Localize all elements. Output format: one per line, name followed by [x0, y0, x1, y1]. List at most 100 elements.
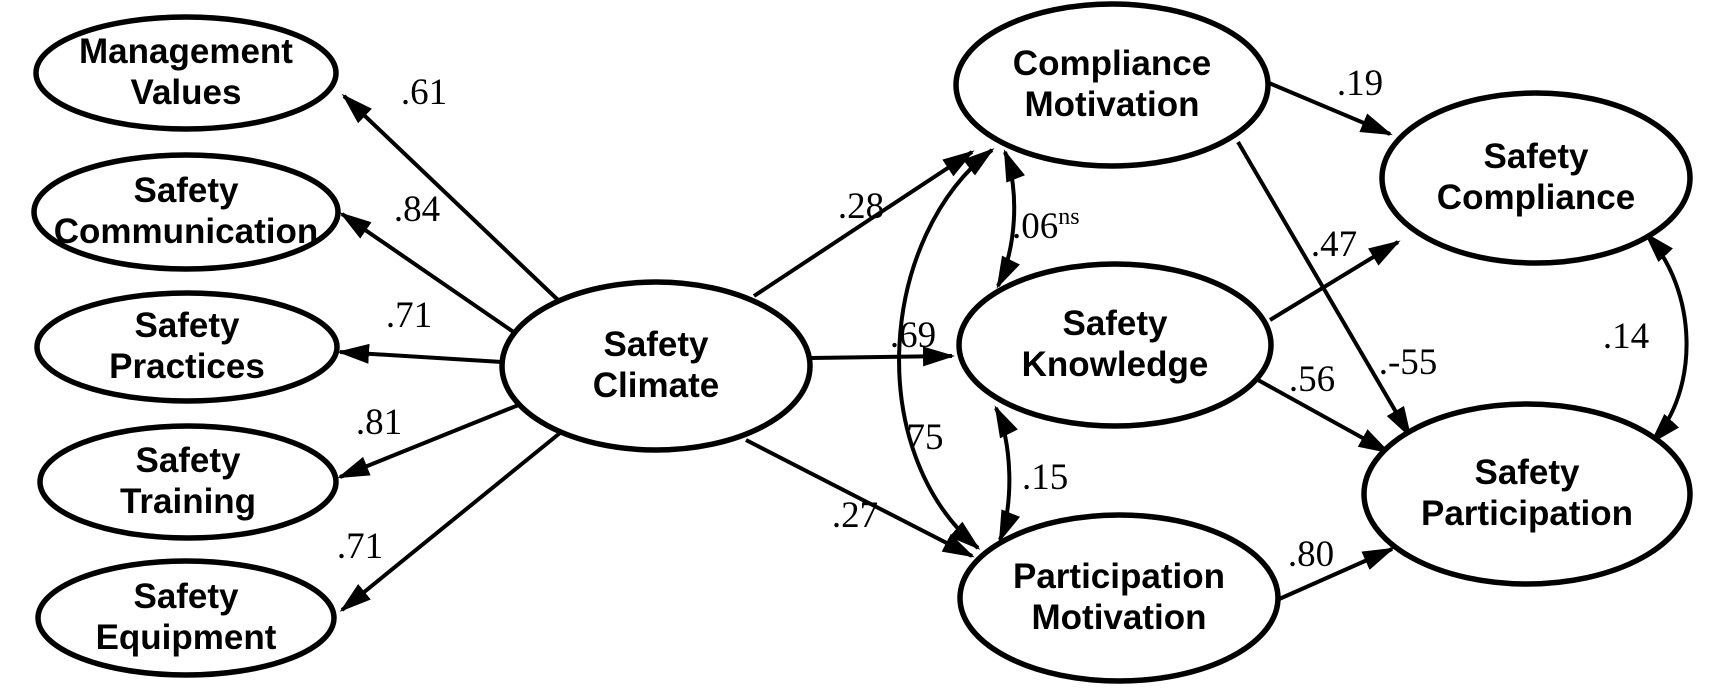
safety-practices-ellipse — [34, 290, 340, 404]
safety-compliance-ellipse — [1379, 90, 1693, 266]
label-line: Management — [79, 32, 293, 71]
coef-compliance-safety-compliance: .19 — [1337, 63, 1383, 104]
label-line: Practices — [109, 347, 265, 386]
edge-compliance-motivation-to-safety-compliance: .19 — [1268, 63, 1393, 136]
edge-climate-to-safety-equipment: .71 — [337, 431, 562, 612]
coef-knowledge-participation: .15 — [1022, 457, 1068, 498]
arrow-climate-safety-knowledge — [810, 346, 955, 367]
label-line: Knowledge — [1022, 345, 1209, 384]
label-line: Climate — [593, 366, 719, 405]
coef-safety-compliance-safety-participation: .14 — [1603, 316, 1649, 357]
label-line: Safety — [133, 577, 239, 616]
loading-safety-communication: .84 — [394, 189, 440, 230]
coef-compliance-knowledge: .06ns — [1012, 204, 1080, 247]
edges-layer: .61 .84 .71 .81 .71 .28 .69 .27 — [337, 63, 1689, 612]
arrow-compliance-safety-participation — [1236, 140, 1412, 439]
label-line: Training — [120, 482, 256, 521]
label-line: Safety — [1474, 453, 1580, 492]
label-line: Motivation — [1025, 85, 1200, 124]
edge-safety-compliance-safety-participation-covariance: .14 — [1603, 231, 1689, 445]
edge-safety-knowledge-to-safety-compliance: .47 — [1268, 224, 1401, 322]
edge-climate-to-participation-motivation: .27 — [745, 438, 975, 558]
label-line: Participation — [1421, 494, 1633, 533]
label-line: Motivation — [1032, 598, 1207, 637]
label-line: Safety — [1062, 304, 1168, 343]
arrow-compliance-safety-compliance — [1268, 81, 1393, 136]
arrow-climate-compliance-motivation — [752, 150, 975, 298]
loading-management-values: .61 — [401, 72, 447, 113]
coef-knowledge-safety-compliance: .47 — [1311, 224, 1357, 265]
coef-value: .06 — [1012, 206, 1058, 247]
safety-equipment-ellipse — [35, 558, 337, 678]
edge-climate-to-management-values: .61 — [341, 72, 560, 302]
arrow-participation-safety-participation — [1276, 547, 1395, 602]
coef-compliance-participation: 75 — [907, 417, 944, 458]
edge-compliance-motivation-to-safety-participation: .-55 — [1236, 140, 1437, 439]
coef-knowledge-safety-participation: .56 — [1289, 359, 1335, 400]
double-arrow-knowledge-participation — [994, 405, 1021, 543]
edge-compliance-motivation-participation-motivation-covariance: 75 — [897, 148, 995, 550]
label-line: Communication — [54, 212, 318, 251]
label-line: Values — [131, 73, 242, 112]
label-line: Safety — [134, 306, 240, 345]
label-line: Compliance — [1437, 178, 1635, 217]
edge-climate-to-safety-communication: .84 — [339, 189, 517, 335]
double-arrow-compliance-knowledge — [996, 149, 1025, 289]
edge-climate-to-safety-practices: .71 — [337, 295, 503, 364]
loading-safety-practices: .71 — [386, 295, 432, 336]
coef-climate-safety-knowledge: .69 — [890, 315, 936, 356]
safety-training-ellipse — [37, 423, 339, 541]
label-line: Safety — [1483, 137, 1589, 176]
coef-climate-participation-motivation: .27 — [832, 495, 878, 536]
safety-knowledge-ellipse — [956, 261, 1274, 429]
edge-climate-to-safety-knowledge: .69 — [810, 315, 955, 367]
arrow-climate-safety-equipment — [339, 431, 562, 612]
edge-climate-to-compliance-motivation: .28 — [752, 150, 975, 298]
arrow-climate-participation-motivation — [745, 438, 975, 558]
arrow-knowledge-safety-compliance — [1268, 240, 1401, 322]
label-line: Safety — [135, 441, 241, 480]
arrow-climate-safety-practices — [337, 343, 503, 364]
compliance-motivation-ellipse — [953, 1, 1271, 169]
arrow-knowledge-safety-participation — [1257, 378, 1391, 454]
safety-climate-ellipse — [499, 279, 813, 453]
safety-communication-ellipse — [31, 152, 341, 272]
arrow-climate-safety-training — [337, 402, 522, 479]
safety-participation-ellipse — [1361, 401, 1693, 587]
label-line: Safety — [133, 171, 239, 210]
arrow-climate-safety-communication — [339, 212, 517, 335]
edge-safety-knowledge-participation-motivation-covariance: .15 — [994, 405, 1068, 543]
double-arrow-compliance-participation — [897, 148, 995, 550]
management-values-ellipse — [33, 14, 339, 132]
coef-superscript-ns: ns — [1058, 204, 1079, 230]
label-line: Compliance — [1013, 44, 1211, 83]
label-line: Safety — [603, 325, 709, 364]
edge-safety-knowledge-to-safety-participation: .56 — [1257, 359, 1391, 454]
double-arrow-compliance-participation-outcomes — [1643, 231, 1689, 445]
arrow-climate-management-values — [341, 93, 560, 302]
coef-participation-safety-participation: .80 — [1288, 534, 1334, 575]
edge-compliance-motivation-safety-knowledge-covariance: .06ns — [996, 149, 1080, 289]
loading-safety-training: .81 — [356, 402, 402, 443]
